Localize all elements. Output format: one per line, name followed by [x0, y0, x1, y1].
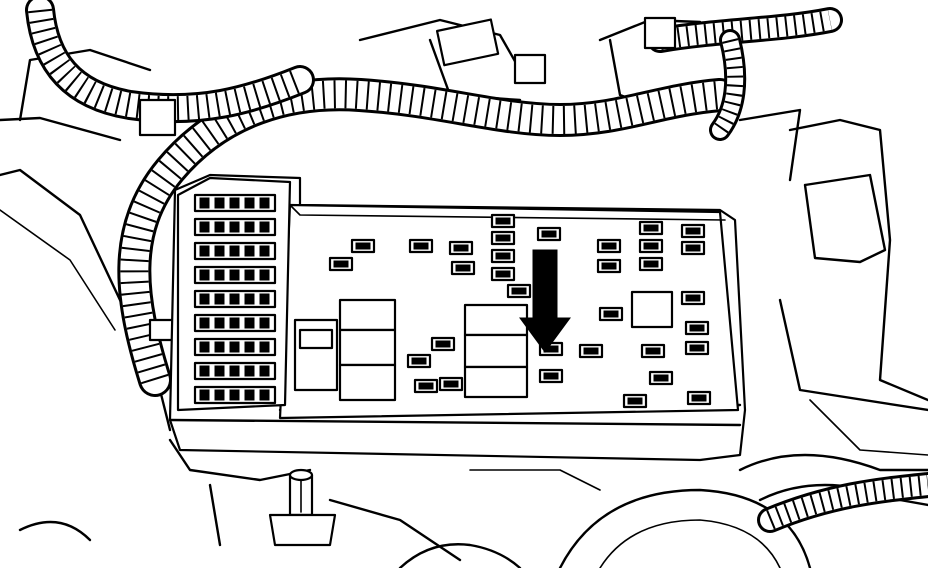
fuse-terminal	[199, 197, 210, 209]
fuse-terminal	[244, 221, 255, 233]
down-arrow-icon	[519, 249, 571, 353]
fuse-terminal	[244, 293, 255, 305]
mini-fuse-body	[495, 234, 511, 242]
fuse-terminal	[199, 389, 210, 401]
fuse-terminal	[229, 317, 240, 329]
mini-fuse-body	[455, 264, 471, 272]
mini-fuse-body	[685, 294, 701, 302]
mini-fuse-body	[691, 394, 707, 402]
mini-fuse-body	[603, 310, 619, 318]
mini-fuse-body	[435, 340, 451, 348]
fuse-terminal	[259, 341, 270, 353]
fuse-terminal	[229, 221, 240, 233]
fuse-terminal	[259, 221, 270, 233]
mini-fuse-body	[601, 242, 617, 250]
fuse-terminal	[214, 221, 225, 233]
mini-fuse-body	[541, 230, 557, 238]
fuse-terminal	[229, 365, 240, 377]
mini-fuse-body	[543, 372, 559, 380]
fuse-terminal	[244, 341, 255, 353]
mini-fuse-body	[685, 227, 701, 235]
mini-fuse-body	[689, 344, 705, 352]
mini-fuse-body	[418, 382, 434, 390]
mini-fuse-body	[689, 324, 705, 332]
mini-fuse-body	[413, 242, 429, 250]
mini-fuse-grid	[328, 213, 712, 409]
fuse-terminal	[229, 269, 240, 281]
fuse-terminal	[214, 341, 225, 353]
fuse-terminal	[199, 293, 210, 305]
fuse-terminal	[244, 365, 255, 377]
mini-fuse-body	[411, 357, 427, 365]
mini-fuse-body	[685, 244, 701, 252]
fuse-terminal	[229, 389, 240, 401]
fuse-terminal	[214, 269, 225, 281]
fuse-terminal	[259, 197, 270, 209]
fuse-terminal	[214, 293, 225, 305]
fuse-terminal	[229, 341, 240, 353]
fuse-terminal	[244, 317, 255, 329]
fuse-terminal	[229, 197, 240, 209]
mini-fuse-body	[583, 347, 599, 355]
fuse-terminal	[199, 365, 210, 377]
mini-fuse-body	[511, 287, 527, 295]
fuse-terminal	[199, 245, 210, 257]
fuse-terminal	[259, 293, 270, 305]
maxi-fuse-column	[176, 176, 292, 412]
mini-fuse-body	[643, 242, 659, 250]
fuse-terminal	[244, 245, 255, 257]
wiring-harness	[25, 0, 928, 533]
mini-fuse-body	[643, 260, 659, 268]
mini-fuse-body	[495, 270, 511, 278]
fuse-terminal	[199, 221, 210, 233]
fuse-terminal	[199, 341, 210, 353]
mini-fuse-body	[443, 380, 459, 388]
relay-group	[293, 290, 674, 402]
fuse-terminal	[259, 317, 270, 329]
mini-fuse-body	[453, 244, 469, 252]
fuse-terminal	[214, 365, 225, 377]
mini-fuse-body	[645, 347, 661, 355]
fuse-terminal	[259, 389, 270, 401]
mini-fuse-body	[601, 262, 617, 270]
fuse-terminal	[214, 317, 225, 329]
fuse-terminal	[244, 269, 255, 281]
mini-fuse-body	[355, 242, 371, 250]
fuse-terminal	[214, 245, 225, 257]
fuse-terminal	[259, 365, 270, 377]
fuse-terminal	[214, 197, 225, 209]
mini-fuse-body	[333, 260, 349, 268]
fuse-terminal	[229, 293, 240, 305]
fuse-terminal	[199, 269, 210, 281]
mini-fuse-body	[627, 397, 643, 405]
mini-fuse-body	[643, 224, 659, 232]
mini-fuse-body	[495, 252, 511, 260]
fuse-terminal	[199, 317, 210, 329]
fuse-terminal	[244, 197, 255, 209]
fuse-terminal	[259, 245, 270, 257]
fuse-terminal	[214, 389, 225, 401]
fuse-terminal	[259, 269, 270, 281]
battery-stud	[268, 468, 337, 547]
fuse-terminal	[229, 245, 240, 257]
fuse-terminal	[244, 389, 255, 401]
mini-fuse-body	[495, 217, 511, 225]
mini-fuse-body	[653, 374, 669, 382]
